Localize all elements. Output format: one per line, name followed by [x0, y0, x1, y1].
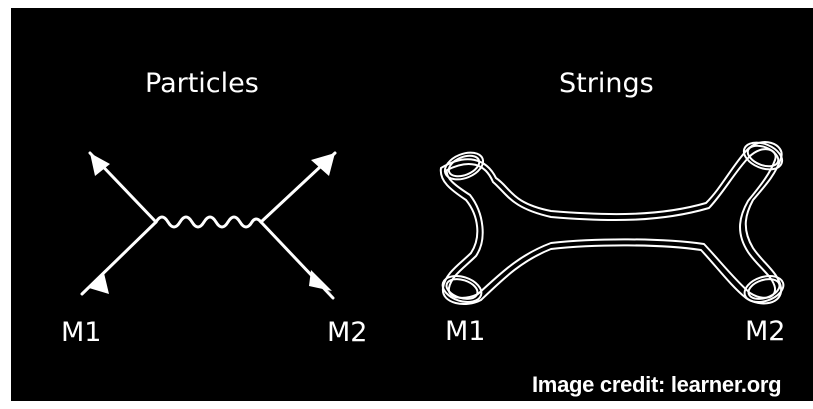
strings-title: Strings	[559, 68, 654, 99]
string-worldsheet-diagram	[439, 141, 785, 305]
particles-m2-label: M2	[327, 317, 368, 348]
arrowhead-upper-left	[90, 153, 110, 176]
tube-opening-upper-right-inner	[746, 144, 780, 168]
tube-opening-upper-left	[443, 151, 485, 181]
particle-line-lower-left	[80, 220, 158, 296]
particles-title: Particles	[145, 68, 259, 99]
particles-m1-label: M1	[61, 317, 102, 348]
image-credit: Image credit: learner.org	[532, 372, 782, 397]
strings-m2-label: M2	[745, 316, 786, 347]
diagram-panel: Particles M1 M2 Strings	[11, 8, 813, 401]
tube-opening-upper-left-inner	[447, 154, 481, 178]
arrowhead-upper-right	[311, 153, 335, 176]
particle-feynman-diagram	[80, 151, 337, 300]
arrowhead-lower-right-fill	[309, 270, 332, 291]
tube-opening-lower-left-inner	[445, 278, 479, 300]
tube-opening-lower-right-inner	[747, 278, 781, 300]
worldsheet-outline	[439, 141, 783, 305]
tube-opening-lower-left	[441, 275, 483, 303]
arrowhead-lower-left	[89, 273, 109, 294]
strings-m1-label: M1	[445, 316, 486, 347]
worldsheet-inner-outline	[445, 148, 777, 299]
boson-wavy-line	[154, 215, 263, 229]
tube-opening-upper-right	[742, 141, 784, 171]
tube-opening-lower-right	[743, 275, 785, 303]
